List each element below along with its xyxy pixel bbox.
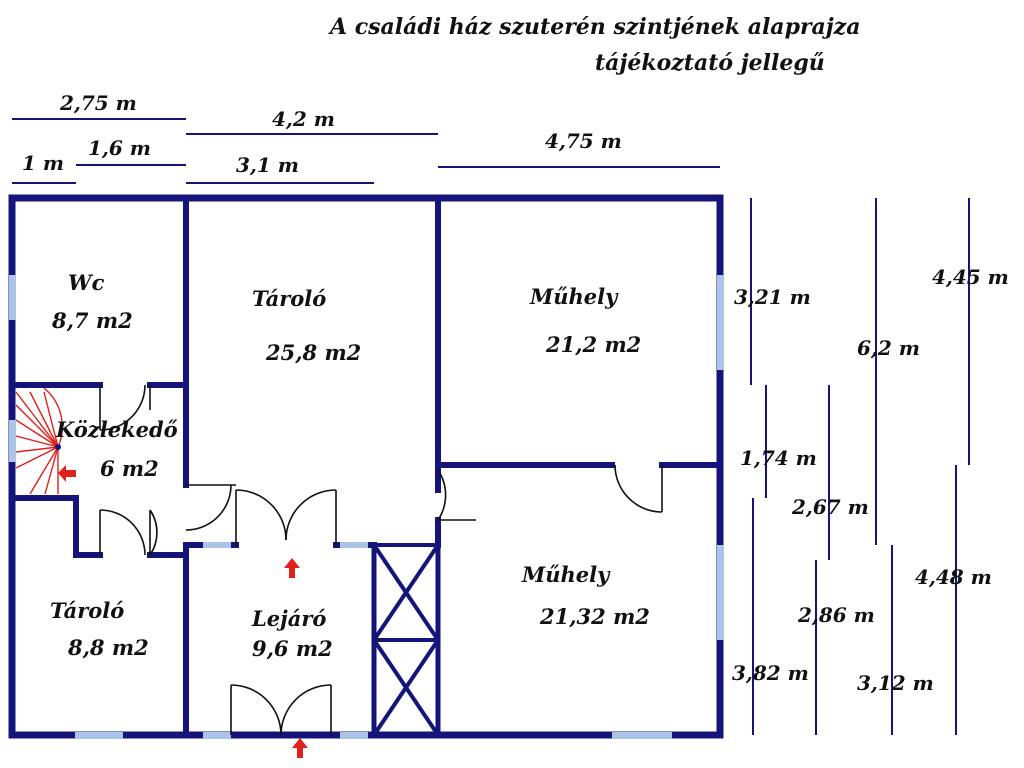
dim-1-74: 1,74 m (740, 446, 817, 470)
room-wc-name: Wc (68, 270, 105, 295)
dim-2-86: 2,86 m (797, 603, 875, 627)
stairs (15, 387, 64, 495)
room-wc-area: 8,7 m2 (51, 308, 133, 333)
windows (9, 275, 724, 739)
room-workshop-bottom-area: 21,32 m2 (539, 604, 650, 629)
room-workshop-bottom-name: Műhely (521, 562, 611, 587)
room-storage-large-area: 25,8 m2 (265, 340, 361, 365)
arrow-up-icon (292, 738, 308, 758)
dim-3-12: 3,12 m (857, 671, 934, 695)
room-workshop-top-area: 21,2 m2 (545, 332, 641, 357)
arrow-left-icon (58, 465, 76, 482)
dim-1-6: 1,6 m (88, 136, 151, 160)
room-stairway-area: 9,6 m2 (252, 636, 333, 661)
dim-4-75: 4,75 m (545, 129, 622, 153)
dim-4-2: 4,2 m (272, 107, 335, 131)
dim-2-67: 2,67 m (791, 495, 869, 519)
room-storage-small-area: 8,8 m2 (67, 635, 149, 660)
room-labels: Wc 8,7 m2 Tároló 25,8 m2 Műhely 21,2 m2 … (50, 270, 650, 661)
room-corridor-area: 6 m2 (100, 456, 159, 481)
title-line1: A családi ház szuterén szintjének alapra… (328, 14, 861, 40)
right-dimensions: 3,21 m 4,45 m 6,2 m 1,74 m 2,67 m 4,48 m… (732, 198, 1009, 735)
shaft (371, 542, 441, 738)
dim-3-1: 3,1 m (236, 153, 299, 177)
room-workshop-top-name: Műhely (529, 284, 619, 309)
dim-3-21: 3,21 m (734, 285, 811, 309)
dim-6-2: 6,2 m (857, 336, 920, 360)
room-storage-large-name: Tároló (252, 286, 326, 311)
room-storage-small-name: Tároló (50, 598, 124, 623)
dim-4-48: 4,48 m (915, 565, 992, 589)
doors (99, 384, 663, 736)
room-corridor-name: Közlekedő (55, 417, 178, 442)
room-stairway-name: Lejáró (251, 606, 326, 631)
title-line2: tájékoztató jellegű (595, 50, 825, 76)
dim-4-45: 4,45 m (932, 265, 1009, 289)
dim-3-82: 3,82 m (732, 661, 809, 685)
stairs-center-dot (55, 444, 61, 450)
arrow-up-icon (284, 558, 300, 578)
dim-2-75: 2,75 m (59, 91, 137, 115)
dim-1: 1 m (22, 151, 64, 175)
top-dimensions: 2,75 m 4,2 m 1 m 1,6 m 3,1 m 4,75 m (12, 91, 720, 184)
entry-arrows (58, 465, 308, 758)
